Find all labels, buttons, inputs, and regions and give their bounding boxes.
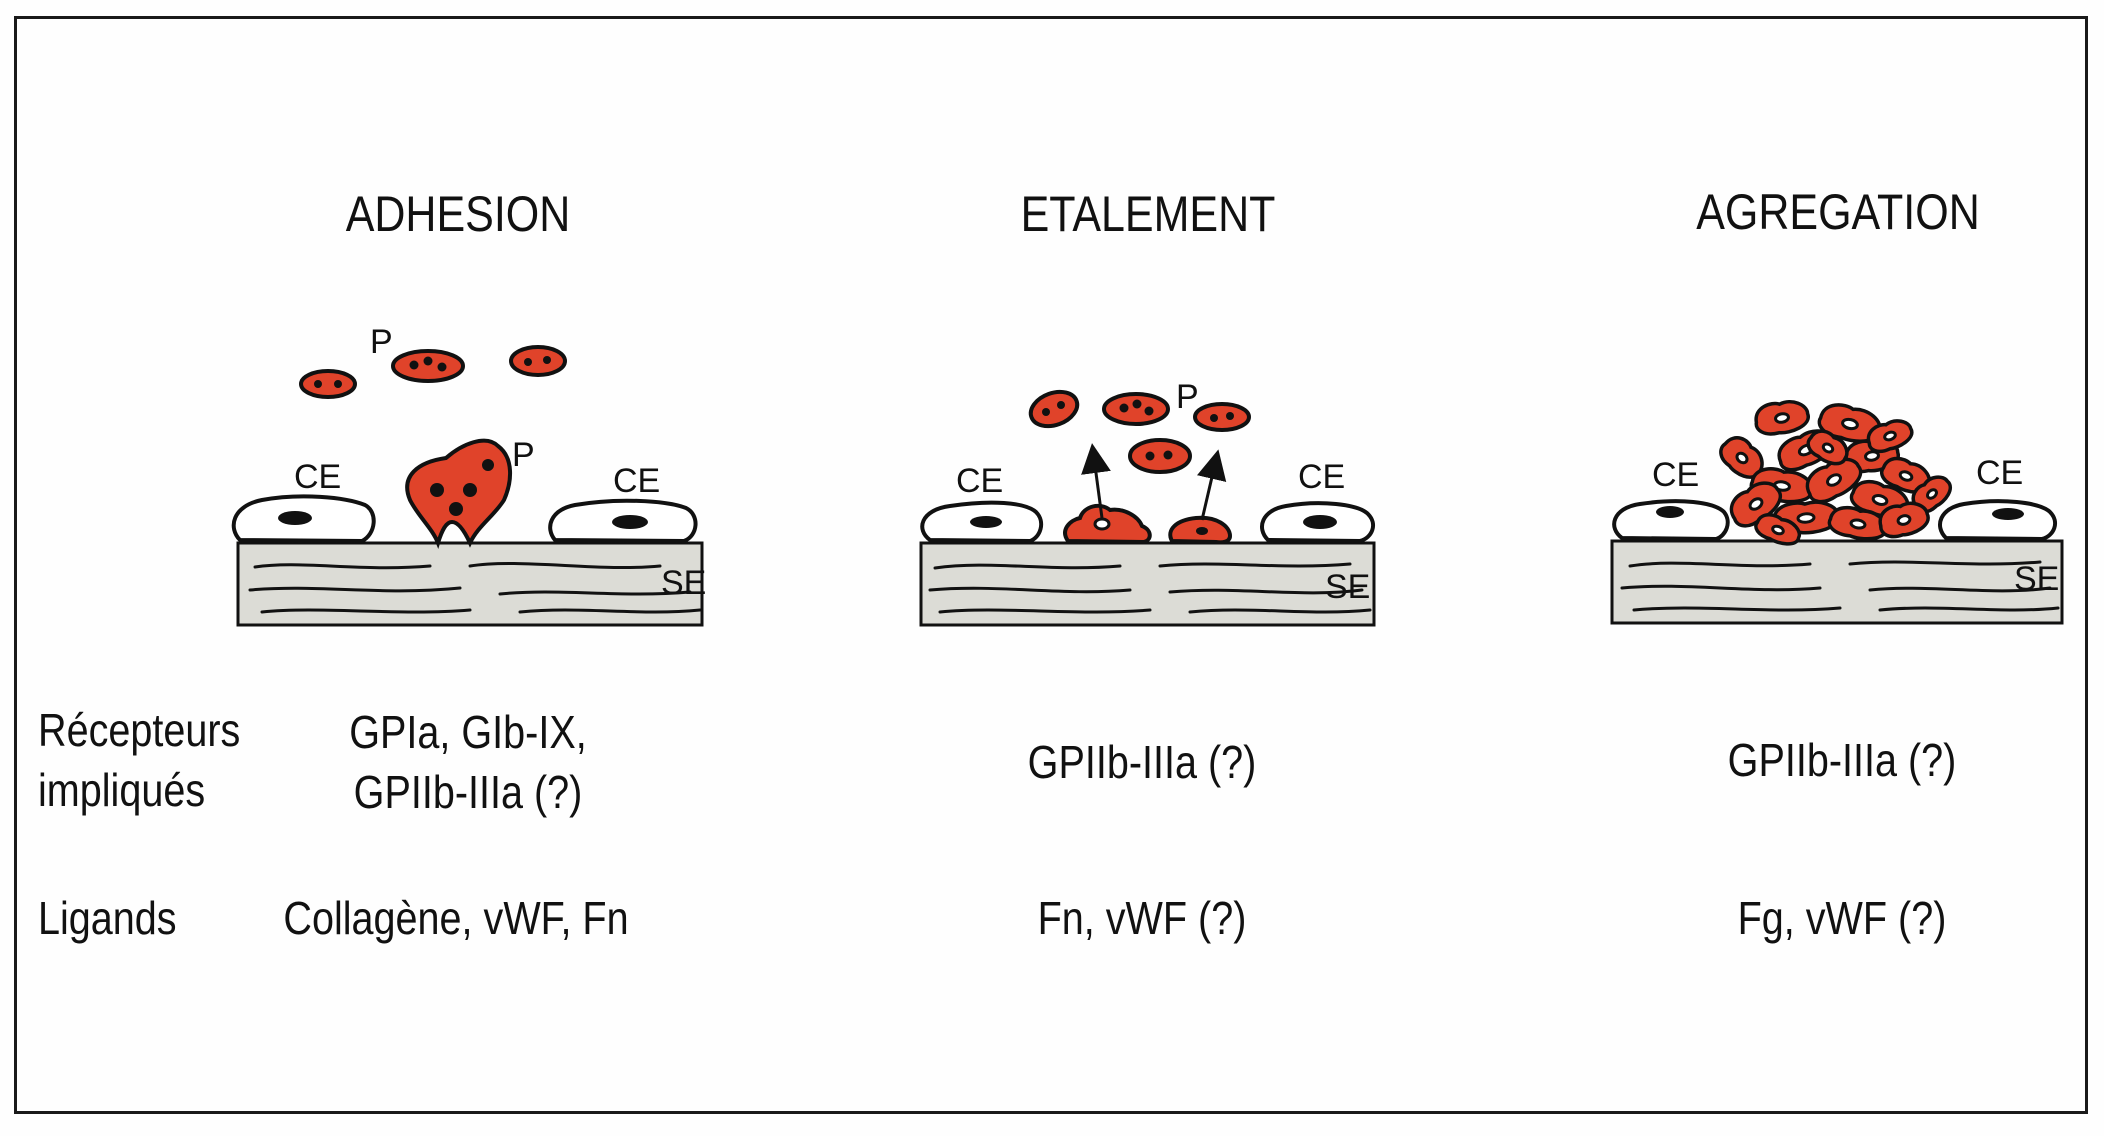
title-etalement: ETALEMENT bbox=[1020, 186, 1276, 242]
agregation-receptors: GPIIb-IIIa (?) bbox=[1727, 734, 1957, 786]
row-label-ligands: Ligands bbox=[38, 892, 177, 944]
label-se: SE bbox=[2014, 560, 2059, 598]
label-ce: CE bbox=[294, 458, 341, 496]
circulating-platelet bbox=[509, 345, 567, 377]
activated-platelet bbox=[1805, 457, 1863, 504]
adhesion-receptors-2: GPIIb-IIIa (?) bbox=[353, 766, 583, 818]
activated-platelet bbox=[1911, 475, 1953, 514]
adhesion-receptors: GPIa, GIb-IX, bbox=[349, 706, 587, 758]
panel-adhesion: CE CE SE P P bbox=[231, 323, 706, 627]
panel-agregation: CE CE SE bbox=[1610, 400, 2064, 625]
label-ce: CE bbox=[613, 462, 660, 500]
row-label-receptors: Récepteurs bbox=[38, 704, 241, 756]
endothelial-cell bbox=[548, 498, 698, 544]
endothelial-cell bbox=[1938, 499, 2058, 542]
agregation-ligands: Fg, vWF (?) bbox=[1737, 892, 1947, 944]
label-p: P bbox=[1176, 378, 1199, 416]
activated-platelet bbox=[1806, 429, 1849, 466]
etalement-receptors: GPIIb-IIIa (?) bbox=[1027, 736, 1257, 788]
endothelial-cell bbox=[231, 494, 376, 544]
figure-frame bbox=[14, 16, 2088, 1114]
subendothelium-layer bbox=[236, 541, 704, 627]
spreading-platelet bbox=[1168, 515, 1233, 545]
circulating-platelet bbox=[1102, 392, 1170, 426]
spreading-arrow bbox=[1196, 449, 1227, 521]
subendothelium-layer bbox=[1610, 539, 2064, 625]
subendothelium-layer bbox=[919, 541, 1376, 627]
circulating-platelet bbox=[1193, 402, 1251, 432]
circulating-platelet bbox=[391, 349, 465, 383]
adhesion-ligands: Collagène, vWF, Fn bbox=[283, 892, 629, 944]
endothelial-cell bbox=[1612, 499, 1730, 542]
label-se: SE bbox=[1325, 568, 1370, 606]
endothelial-cell bbox=[920, 500, 1044, 544]
circulating-platelet bbox=[1128, 438, 1192, 474]
activated-platelet bbox=[1878, 501, 1930, 539]
label-se: SE bbox=[661, 564, 706, 602]
row-label-receptors-2: impliqués bbox=[38, 764, 206, 816]
activated-platelet bbox=[1754, 400, 1810, 436]
label-p: P bbox=[370, 323, 393, 361]
activated-platelet bbox=[1754, 513, 1802, 546]
spreading-arrow bbox=[1081, 443, 1111, 519]
etalement-ligands: Fn, vWF (?) bbox=[1037, 892, 1247, 944]
circulating-platelet bbox=[299, 369, 357, 399]
label-ce: CE bbox=[1652, 456, 1699, 494]
title-adhesion: ADHESION bbox=[345, 186, 571, 242]
platelet-aggregate bbox=[1719, 400, 1953, 546]
activated-platelet bbox=[1866, 419, 1914, 454]
label-ce: CE bbox=[1976, 454, 2023, 492]
title-agregation: AGREGATION bbox=[1696, 184, 1980, 240]
spreading-platelet bbox=[1063, 503, 1152, 545]
circulating-platelet bbox=[1028, 389, 1080, 429]
activated-platelet bbox=[1729, 481, 1782, 528]
endothelial-cell bbox=[1260, 501, 1376, 544]
label-ce: CE bbox=[1298, 458, 1345, 496]
label-p: P bbox=[512, 436, 535, 474]
label-ce: CE bbox=[956, 462, 1003, 500]
adherent-platelet bbox=[405, 438, 512, 549]
panel-etalement: CE CE SE P bbox=[919, 378, 1376, 627]
